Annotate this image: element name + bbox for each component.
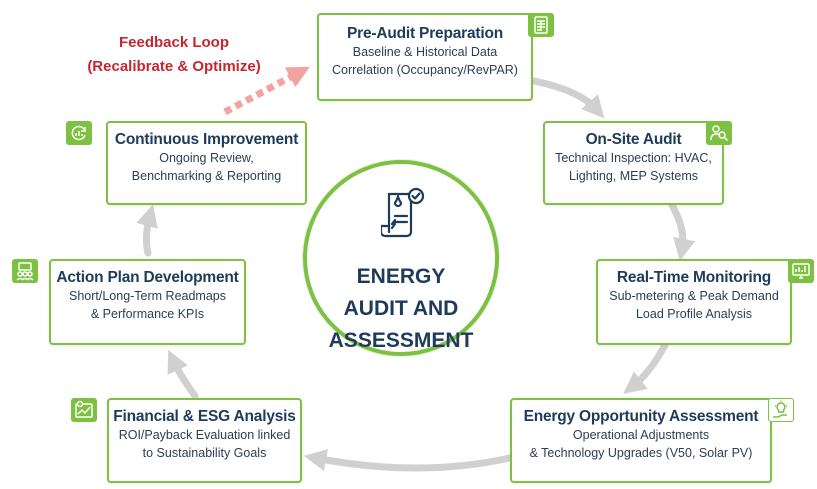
step-line: to Sustainability Goals bbox=[142, 446, 267, 460]
step-line: Technical Inspection: HVAC, bbox=[555, 151, 712, 165]
energy-document-icon bbox=[381, 187, 425, 238]
step-pre-audit-preparation: Pre-Audit Preparation Baseline & Histori… bbox=[317, 13, 533, 101]
step-line: Sub-metering & Peak Demand bbox=[609, 289, 779, 303]
step-line: Load Profile Analysis bbox=[635, 307, 753, 321]
improvement-cycle-icon bbox=[66, 121, 92, 145]
step-continuous-improvement: Continuous Improvement Ongoing Review, B… bbox=[106, 121, 307, 205]
step-line: & Performance KPIs bbox=[90, 307, 205, 321]
arrow-opportunity-to-financial bbox=[303, 449, 514, 472]
step-title: Financial & ESG Analysis bbox=[113, 408, 296, 425]
step-title: On-Site Audit bbox=[585, 131, 682, 148]
feedback-dashed-arrow bbox=[223, 66, 310, 116]
step-on-site-audit: On-Site Audit Technical Inspection: HVAC… bbox=[543, 121, 724, 205]
center-title-line-2: AUDIT AND bbox=[343, 297, 459, 320]
step-line: Correlation (Occupancy/RevPAR) bbox=[332, 63, 518, 77]
step-line: & Technology Upgrades (V50, Solar PV) bbox=[529, 446, 753, 460]
step-line: Operational Adjustments bbox=[572, 428, 710, 442]
center-title-line-1: ENERGY bbox=[356, 265, 446, 288]
feedback-title: Feedback Loop bbox=[118, 34, 230, 51]
step-line: ROI/Payback Evaluation linked bbox=[118, 428, 291, 442]
monitor-chart-icon bbox=[788, 259, 814, 283]
arrow-financial-to-action bbox=[167, 349, 199, 400]
step-line: Baseline & Historical Data bbox=[352, 45, 498, 59]
center-title-line-3: ASSESSMENT bbox=[328, 329, 474, 352]
feedback-loop-label: Feedback Loop (Recalibrate & Optimize) bbox=[86, 31, 262, 79]
inspector-search-icon bbox=[706, 121, 732, 145]
hand-lightbulb-icon bbox=[768, 398, 794, 422]
arrow-action-to-continuous bbox=[136, 204, 158, 257]
step-line: Short/Long-Term Readmaps bbox=[68, 289, 227, 303]
spreadsheet-icon bbox=[528, 13, 554, 37]
center-hub: ENERGY AUDIT AND ASSESSMENT bbox=[303, 160, 499, 356]
step-financial-esg-analysis: Financial & ESG Analysis ROI/Payback Eva… bbox=[107, 398, 302, 483]
arrow-monitoring-to-opportunity bbox=[623, 341, 669, 394]
step-title: Real-Time Monitoring bbox=[616, 269, 772, 286]
finance-chart-icon bbox=[71, 398, 97, 422]
step-action-plan-development: Action Plan Development Short/Long-Term … bbox=[49, 259, 246, 345]
step-line: Lighting, MEP Systems bbox=[569, 169, 698, 183]
step-real-time-monitoring: Real-Time Monitoring Sub-metering & Peak… bbox=[596, 259, 792, 345]
feedback-subtitle: (Recalibrate & Optimize) bbox=[87, 58, 261, 75]
step-line: Ongoing Review, bbox=[159, 151, 254, 165]
step-line: Benchmarking & Reporting bbox=[131, 169, 282, 183]
team-plan-icon bbox=[12, 259, 38, 283]
arrow-onsite-to-monitoring bbox=[668, 201, 696, 261]
step-title: Energy Opportunity Assessment bbox=[523, 408, 759, 425]
step-title: Action Plan Development bbox=[56, 269, 239, 286]
step-energy-opportunity-assessment: Energy Opportunity Assessment Operationa… bbox=[510, 398, 772, 483]
step-title: Continuous Improvement bbox=[114, 131, 299, 148]
step-title: Pre-Audit Preparation bbox=[347, 25, 503, 42]
